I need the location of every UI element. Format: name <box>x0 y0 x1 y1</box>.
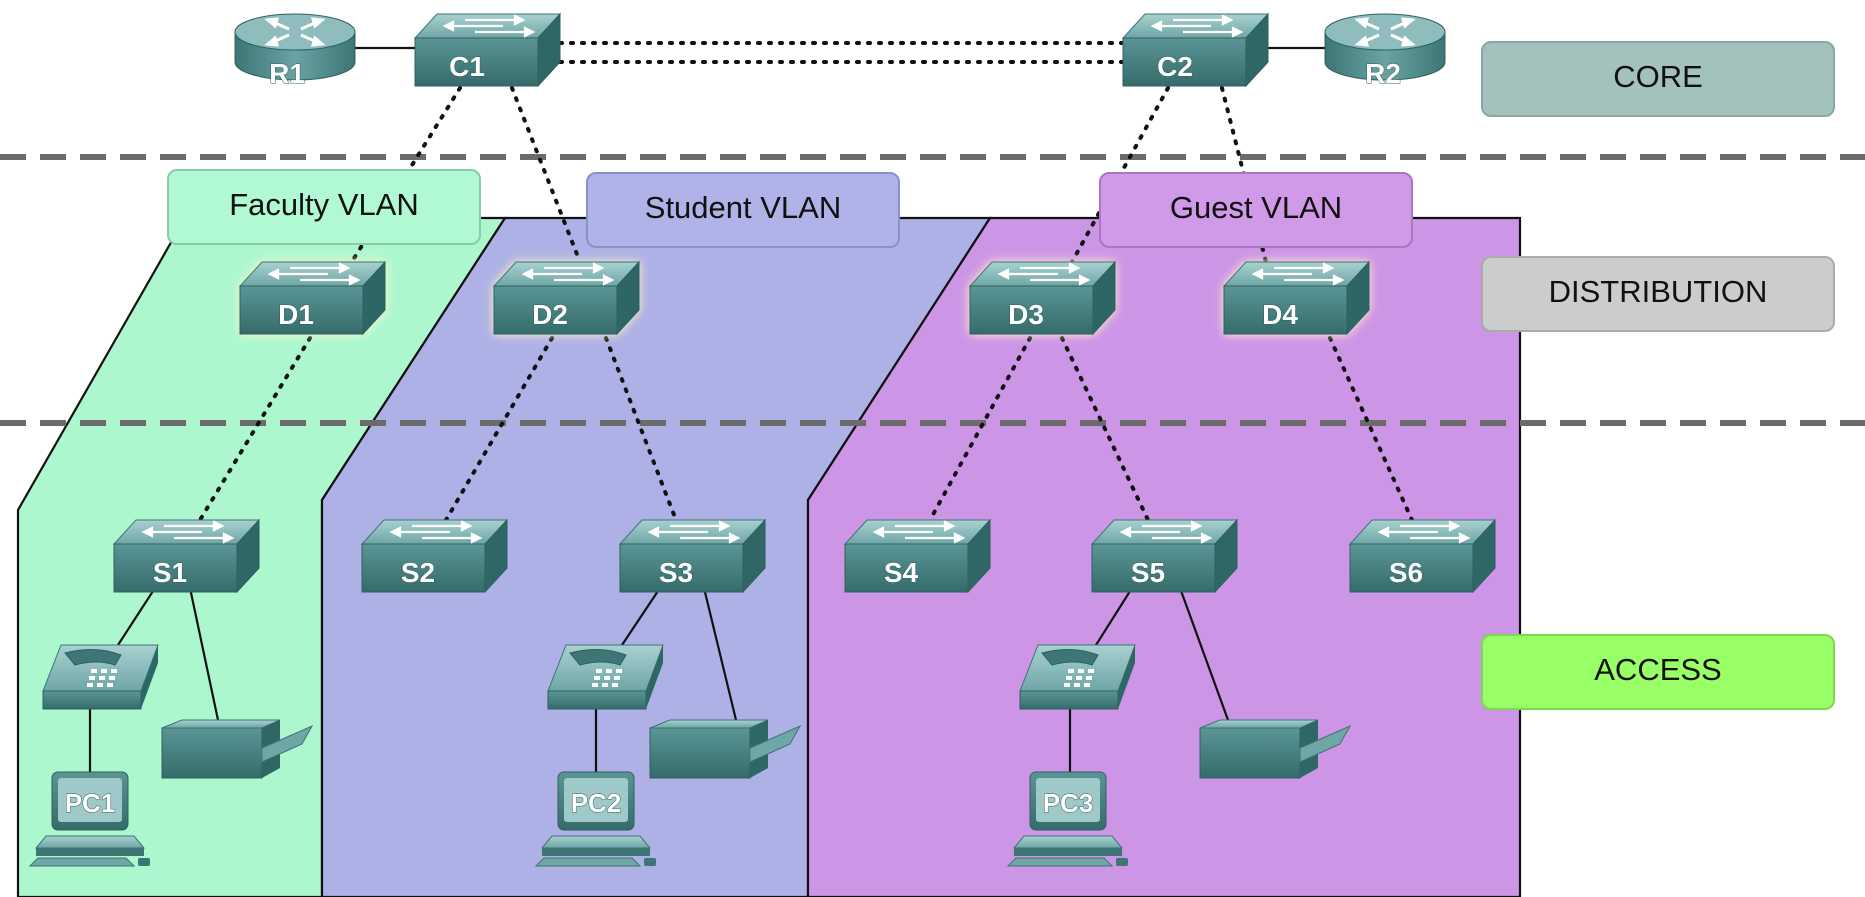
link-d1-s1 <box>198 336 312 522</box>
core-layer-label: CORE <box>1613 59 1703 94</box>
core-switch-c1-label: C1 <box>449 51 485 82</box>
link-s1-phone1 <box>117 587 156 646</box>
access-switch-s1[interactable]: S1 <box>112 518 261 594</box>
distribution-switch-d2[interactable]: D2 <box>492 260 641 336</box>
link-s3-printer2 <box>702 587 738 721</box>
pc-pc1[interactable]: PC1 <box>29 771 151 867</box>
access-switch-s3[interactable]: S3 <box>618 518 767 594</box>
link-d3-s4 <box>928 336 1032 522</box>
core-layer-box: CORE <box>1481 41 1835 117</box>
distribution-switch-d1[interactable]: D1 <box>238 260 387 336</box>
core-switch-c2-label: C2 <box>1157 51 1193 82</box>
faculty-vlan-label: Faculty VLAN <box>229 187 419 222</box>
link-s5-printer3 <box>1178 587 1230 721</box>
link-s5-phone3 <box>1095 587 1133 646</box>
pc-pc1-label: PC1 <box>65 788 116 818</box>
pc-pc2[interactable]: PC2 <box>535 771 657 867</box>
distribution-switch-d4-label: D4 <box>1262 299 1298 330</box>
link-s3-phone2 <box>621 587 661 646</box>
access-switch-s5[interactable]: S5 <box>1090 518 1239 594</box>
access-layer-label: ACCESS <box>1594 652 1721 687</box>
router-r1[interactable]: R1 <box>233 12 357 90</box>
pc-pc3-label: PC3 <box>1043 788 1094 818</box>
distribution-switch-d2-label: D2 <box>532 299 568 330</box>
access-switch-s6-label: S6 <box>1389 557 1423 588</box>
access-switch-s4[interactable]: S4 <box>843 518 992 594</box>
access-switch-s2[interactable]: S2 <box>360 518 509 594</box>
access-switch-s1-label: S1 <box>153 557 187 588</box>
distribution-switch-d3-label: D3 <box>1008 299 1044 330</box>
ip-phone-icon[interactable] <box>42 644 159 710</box>
ip-phone-icon[interactable] <box>547 644 664 710</box>
access-switch-s5-label: S5 <box>1131 557 1165 588</box>
link-d3-s5 <box>1060 336 1150 522</box>
distribution-layer-label: DISTRIBUTION <box>1549 274 1768 309</box>
router-r2[interactable]: R2 <box>1323 12 1447 90</box>
link-d2-s2 <box>444 336 554 522</box>
pc-pc2-label: PC2 <box>571 788 622 818</box>
access-switch-s3-label: S3 <box>659 557 693 588</box>
distribution-switch-d3[interactable]: D3 <box>968 260 1117 336</box>
access-switch-s2-label: S2 <box>401 557 435 588</box>
distribution-layer-box: DISTRIBUTION <box>1481 256 1835 332</box>
router-r1-label: R1 <box>269 58 305 89</box>
core-switch-c2[interactable]: C2 <box>1121 12 1270 88</box>
access-switch-s4-label: S4 <box>884 557 919 588</box>
access-layer-box: ACCESS <box>1481 634 1835 710</box>
link-s1-printer1 <box>188 587 220 721</box>
student-vlan-label-box: Student VLAN <box>586 172 900 248</box>
distribution-switch-d4[interactable]: D4 <box>1222 260 1371 336</box>
ip-phone-icon[interactable] <box>1019 644 1136 710</box>
link-c1-d2 <box>510 86 582 264</box>
guest-vlan-label-box: Guest VLAN <box>1099 172 1413 248</box>
core-switch-c1[interactable]: C1 <box>413 12 562 88</box>
access-switch-s6[interactable]: S6 <box>1348 518 1497 594</box>
guest-vlan-label: Guest VLAN <box>1170 190 1342 225</box>
link-d2-s3 <box>604 336 678 522</box>
student-vlan-label: Student VLAN <box>645 190 841 225</box>
faculty-vlan-label-box: Faculty VLAN <box>167 169 481 245</box>
router-r2-label: R2 <box>1365 58 1401 89</box>
distribution-switch-d1-label: D1 <box>278 299 314 330</box>
link-d4-s6 <box>1328 336 1414 522</box>
pc-pc3[interactable]: PC3 <box>1007 771 1129 867</box>
